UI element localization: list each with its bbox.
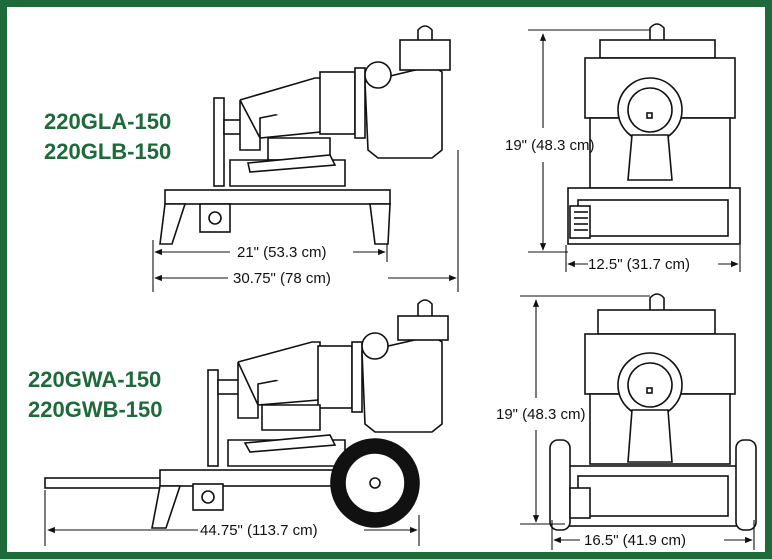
- skid-pump-front-view: [567, 23, 741, 245]
- overall-length-dimension: 30.75" (78 cm): [233, 270, 331, 287]
- wheeled-side-dimensions: [44, 490, 420, 546]
- wheeled-pump-side-view: [44, 299, 449, 529]
- skid-pump-side-view: [159, 25, 451, 245]
- base-width-dimension: 21" (53.3 cm): [237, 244, 327, 261]
- model-label-220gwb: 220GWB-150: [28, 397, 163, 422]
- skid-side-dimensions: [152, 150, 459, 292]
- wheeled-front-dimensions: [520, 295, 755, 550]
- wheeled-length-dimension: 44.75" (113.7 cm): [200, 522, 318, 539]
- skid-front-dimensions: [528, 29, 741, 272]
- front-width-dimension: 12.5" (31.7 cm): [588, 256, 690, 273]
- wheeled-height-dimension: 19" (48.3 cm): [496, 406, 586, 423]
- model-label-220glb: 220GLB-150: [44, 139, 171, 164]
- model-label-220gwa: 220GWA-150: [28, 367, 161, 392]
- wheeled-pump-front-view: [549, 293, 757, 531]
- height-dimension: 19" (48.3 cm): [505, 137, 595, 154]
- wheeled-front-width-dimension: 16.5" (41.9 cm): [584, 532, 686, 549]
- model-label-220gla: 220GLA-150: [44, 109, 171, 134]
